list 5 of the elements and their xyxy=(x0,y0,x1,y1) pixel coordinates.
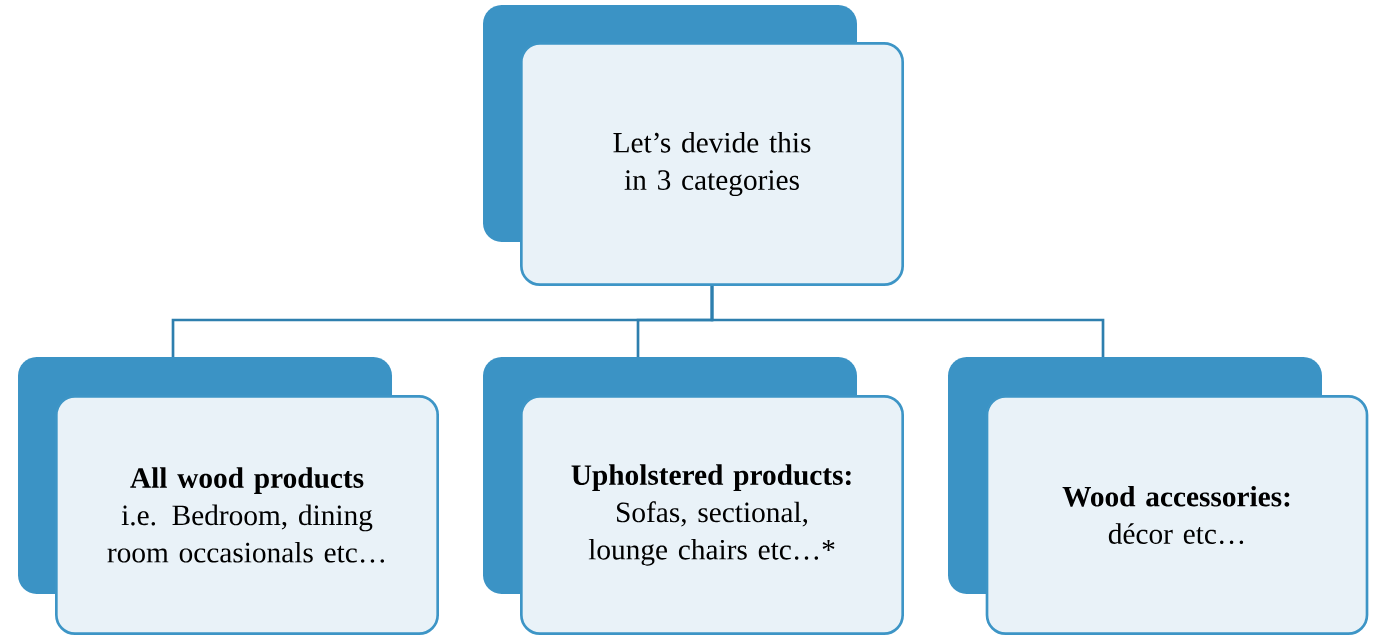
card-stack: All wood products i.e. Bedroom, dining room occasionals etc… xyxy=(18,357,439,635)
card-stack: Let’s devide this in 3 categories xyxy=(483,5,904,286)
card-stack: Upholstered products: Sofas, sectional, lounge chairs etc…* xyxy=(483,357,904,635)
connector-line xyxy=(710,286,1105,357)
card-stack: Wood accessories: décor etc… xyxy=(948,357,1369,635)
